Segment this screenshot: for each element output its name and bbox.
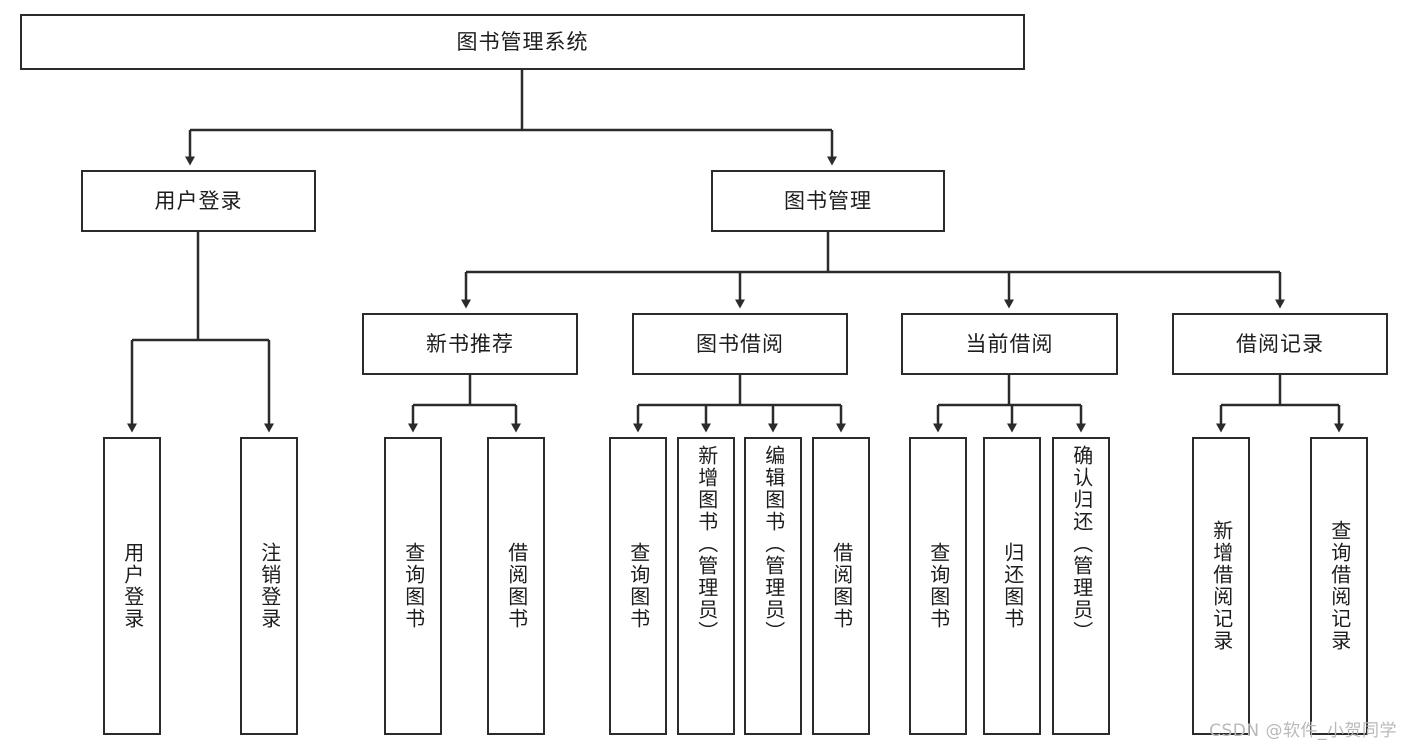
- leaf-add-book-admin[interactable]: 新增图书（管理员）: [677, 437, 735, 735]
- node-label: 当前借阅: [965, 331, 1054, 356]
- node-label: 查询图书: [926, 542, 951, 630]
- node-label: 用户登录: [154, 188, 243, 213]
- node-new-book-recommend[interactable]: 新书推荐: [362, 313, 578, 375]
- leaf-return-book[interactable]: 归还图书: [983, 437, 1041, 735]
- node-label: 注销登录: [257, 542, 282, 630]
- leaf-query-book-current[interactable]: 查询图书: [909, 437, 967, 735]
- leaf-query-book-recommend[interactable]: 查询图书: [384, 437, 442, 735]
- leaf-query-borrow-record[interactable]: 查询借阅记录: [1310, 437, 1368, 735]
- node-label: 查询图书: [626, 542, 651, 630]
- node-label: 借阅图书: [504, 542, 529, 630]
- node-label: 归还图书: [1000, 542, 1025, 630]
- leaf-user-login[interactable]: 用户登录: [103, 437, 161, 735]
- leaf-edit-book-admin[interactable]: 编辑图书（管理员）: [744, 437, 802, 735]
- node-book-borrow[interactable]: 图书借阅: [632, 313, 848, 375]
- watermark: CSDN @软件_小贺同学: [1209, 721, 1397, 741]
- leaf-query-book-borrow[interactable]: 查询图书: [609, 437, 667, 735]
- node-user-login[interactable]: 用户登录: [81, 170, 316, 232]
- node-label: 新增图书（管理员）: [694, 445, 719, 643]
- leaf-user-logout[interactable]: 注销登录: [240, 437, 298, 735]
- node-label: 新增借阅记录: [1209, 520, 1234, 652]
- node-label: 编辑图书（管理员）: [761, 445, 786, 643]
- node-book-manage[interactable]: 图书管理: [711, 170, 945, 232]
- node-label: 借阅记录: [1236, 331, 1324, 356]
- node-borrow-record[interactable]: 借阅记录: [1172, 313, 1388, 375]
- node-label: 查询图书: [401, 542, 426, 630]
- node-current-borrow[interactable]: 当前借阅: [901, 313, 1118, 375]
- node-label: 用户登录: [120, 542, 145, 630]
- leaf-borrow-book-recommend[interactable]: 借阅图书: [487, 437, 545, 735]
- node-label: 图书管理: [784, 188, 872, 213]
- leaf-borrow-book[interactable]: 借阅图书: [812, 437, 870, 735]
- node-label: 查询借阅记录: [1327, 520, 1352, 652]
- node-label: 借阅图书: [829, 542, 854, 630]
- node-label: 图书管理系统: [456, 29, 589, 54]
- leaf-confirm-return-admin[interactable]: 确认归还（管理员）: [1052, 437, 1110, 735]
- node-root[interactable]: 图书管理系统: [20, 14, 1025, 70]
- leaf-add-borrow-record[interactable]: 新增借阅记录: [1192, 437, 1250, 735]
- node-label: 确认归还（管理员）: [1069, 445, 1094, 643]
- node-label: 图书借阅: [696, 331, 784, 356]
- node-label: 新书推荐: [426, 331, 514, 356]
